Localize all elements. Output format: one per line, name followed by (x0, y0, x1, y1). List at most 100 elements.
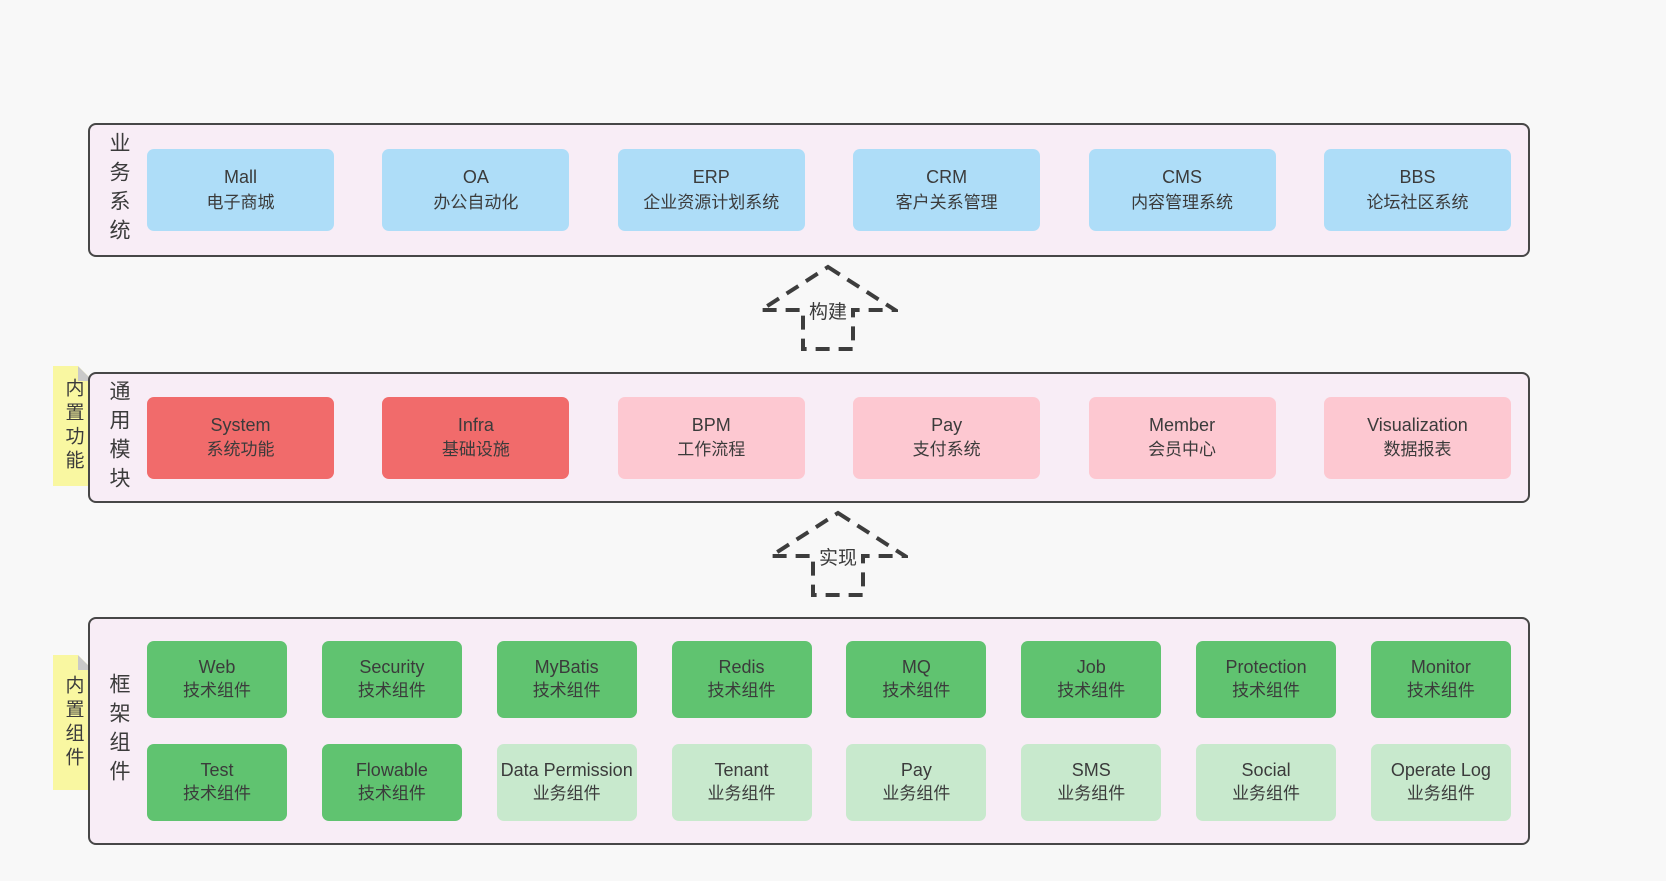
box-subtitle: 业务组件 (707, 784, 776, 804)
box-title: Flowable (355, 760, 428, 781)
box-title: System (210, 414, 271, 435)
component-box-social: Social 业务组件 (1196, 744, 1337, 821)
component-box-test: Test 技术组件 (147, 744, 287, 821)
layer-common-modules: 通用模块 System 系统功能 Infra 基础设施 BPM 工作流程 Pay… (88, 372, 1530, 503)
box-title: Social (1241, 760, 1291, 781)
sticky-note-label: 内置功能 (62, 378, 84, 474)
box-subtitle: 技术组件 (1232, 681, 1301, 701)
component-box-tenant: Tenant 业务组件 (671, 744, 812, 821)
component-box-pay: Pay 业务组件 (846, 744, 987, 821)
component-box-mybatis: MyBatis 技术组件 (496, 641, 637, 718)
up-arrow-outline (758, 264, 898, 351)
box-title: Mall (223, 167, 257, 188)
framework-components-row-1: Web 技术组件 Security 技术组件 MyBatis 技术组件 Redi… (147, 641, 1511, 718)
box-subtitle: 业务组件 (1406, 784, 1475, 804)
system-box-crm: CRM 客户关系管理 (853, 149, 1041, 231)
box-title: ERP (692, 167, 730, 188)
box-subtitle: 技术组件 (183, 784, 251, 804)
box-subtitle: 技术组件 (183, 681, 251, 701)
box-subtitle: 技术组件 (1406, 681, 1475, 701)
box-subtitle: 技术组件 (1057, 681, 1126, 701)
box-title: BPM (691, 414, 731, 435)
box-subtitle: 业务组件 (532, 784, 601, 804)
box-subtitle: 业务组件 (1057, 784, 1126, 804)
component-box-monitor: Monitor 技术组件 (1370, 641, 1511, 718)
box-subtitle: 支付系统 (912, 440, 981, 460)
component-box-job: Job 技术组件 (1021, 641, 1162, 718)
box-title: MQ (901, 657, 931, 678)
box-title: MyBatis (534, 657, 599, 678)
box-subtitle: 基础设施 (441, 440, 510, 460)
box-subtitle: 业务组件 (882, 784, 951, 804)
box-title: Monitor (1410, 657, 1471, 678)
component-box-data-permission: Data Permission 业务组件 (496, 744, 637, 821)
component-box-flowable: Flowable 技术组件 (321, 744, 462, 821)
box-subtitle: 会员中心 (1148, 440, 1217, 460)
component-box-mq: MQ 技术组件 (846, 641, 987, 718)
build-arrow-label: 构建 (805, 296, 851, 325)
box-subtitle: 技术组件 (357, 681, 426, 701)
module-box-system: System 系统功能 (147, 396, 334, 479)
box-title: BBS (1399, 167, 1436, 188)
component-box-sms: SMS 业务组件 (1021, 744, 1162, 821)
box-title: Infra (457, 414, 494, 435)
module-box-member: Member 会员中心 (1088, 396, 1276, 479)
box-subtitle: 论坛社区系统 (1366, 192, 1469, 212)
box-subtitle: 技术组件 (532, 681, 601, 701)
up-arrow-outline (768, 510, 908, 597)
layer-label-framework-components: 框架组件 (107, 673, 130, 789)
box-title: SMS (1071, 760, 1111, 781)
system-box-cms: CMS 内容管理系统 (1088, 149, 1276, 231)
box-subtitle: 办公自动化 (433, 192, 519, 212)
box-title: Job (1076, 657, 1106, 678)
implement-arrow-label: 实现 (815, 542, 861, 571)
component-box-protection: Protection 技术组件 (1196, 641, 1337, 718)
framework-components-rows: Web 技术组件 Security 技术组件 MyBatis 技术组件 Redi… (147, 619, 1511, 843)
box-title: Test (200, 760, 234, 781)
box-title: Visualization (1367, 414, 1468, 435)
layer-label-business-systems: 业务系统 (107, 132, 130, 248)
component-box-security: Security 技术组件 (321, 641, 462, 718)
box-title: Protection (1225, 657, 1307, 678)
box-subtitle: 数据报表 (1383, 440, 1452, 460)
box-title: OA (462, 167, 489, 188)
box-title: Member (1149, 414, 1216, 435)
box-subtitle: 企业资源计划系统 (643, 192, 780, 212)
component-box-operate-log: Operate Log 业务组件 (1370, 744, 1511, 821)
implement-arrow-icon: 实现 (768, 510, 908, 598)
framework-components-row-2: Test 技术组件 Flowable 技术组件 Data Permission … (147, 744, 1511, 821)
sticky-note-label: 内置组件 (62, 674, 84, 771)
box-title: Tenant (714, 760, 769, 781)
box-title: CMS (1162, 167, 1203, 188)
box-subtitle: 客户关系管理 (895, 192, 998, 212)
layer-framework-components: 框架组件 Web 技术组件 Security 技术组件 MyBatis 技术组件… (88, 617, 1530, 845)
system-box-oa: OA 办公自动化 (382, 149, 570, 231)
module-box-bpm: BPM 工作流程 (617, 396, 805, 479)
box-title: Security (359, 657, 425, 678)
component-box-redis: Redis 技术组件 (671, 641, 812, 718)
module-box-visualization: Visualization 数据报表 (1323, 396, 1511, 479)
module-box-infra: Infra 基础设施 (382, 396, 570, 479)
box-subtitle: 内容管理系统 (1131, 192, 1234, 212)
box-subtitle: 技术组件 (357, 784, 426, 804)
sticky-note-builtin-components: 内置组件 (53, 655, 93, 790)
component-box-web: Web 技术组件 (147, 641, 287, 718)
build-arrow-icon: 构建 (758, 264, 898, 352)
box-subtitle: 工作流程 (677, 440, 746, 460)
box-title: Redis (718, 657, 765, 678)
common-modules-row: System 系统功能 Infra 基础设施 BPM 工作流程 Pay 支付系统… (147, 374, 1511, 501)
box-title: Data Permission (500, 760, 633, 781)
box-subtitle: 技术组件 (882, 681, 951, 701)
business-systems-row: Mall 电子商城 OA 办公自动化 ERP 企业资源计划系统 CRM 客户关系… (147, 125, 1511, 255)
box-subtitle: 业务组件 (1232, 784, 1301, 804)
layer-label-common-modules: 通用模块 (107, 379, 130, 496)
box-title: Pay (900, 760, 932, 781)
box-title: Operate Log (1390, 760, 1491, 781)
box-title: CRM (926, 167, 968, 188)
box-subtitle: 系统功能 (206, 440, 275, 460)
box-title: Web (198, 657, 236, 678)
system-box-erp: ERP 企业资源计划系统 (617, 149, 805, 231)
box-subtitle: 电子商城 (206, 192, 275, 212)
box-title: Pay (931, 414, 963, 435)
